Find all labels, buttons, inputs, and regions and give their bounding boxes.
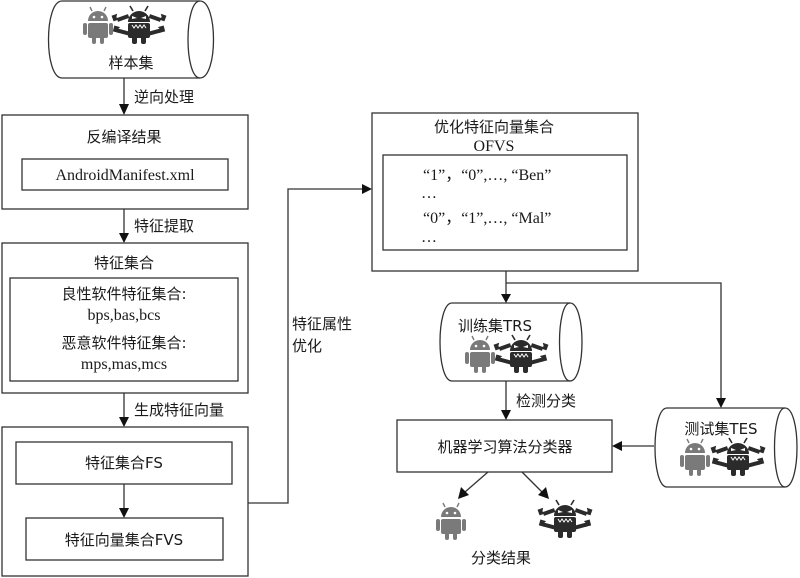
vector-group-box[interactable]: 特征集合FS 特征向量集合FVS: [1, 426, 249, 577]
fvs-label: 特征向量集合FVS: [65, 531, 183, 549]
classifier-box[interactable]: 机器学习算法分类器: [396, 419, 613, 473]
benign-feature-values: bps,bas,bcs: [88, 307, 161, 324]
fvs-box[interactable]: [25, 517, 224, 561]
classifier-label: 机器学习算法分类器: [437, 438, 572, 456]
arrow-extract: 特征提取: [119, 209, 194, 243]
edge-label-optimize-1: 特征属性: [292, 315, 352, 333]
malicious-feature-label: 恶意软件特征集合:: [61, 334, 186, 352]
ofvs-ellipsis-1: …: [421, 185, 437, 202]
arrow-results: [458, 471, 549, 499]
feature-set-box[interactable]: 特征集合 良性软件特征集合: bps,bas,bcs 恶意软件特征集合: mps…: [1, 242, 249, 394]
test-set-cylinder[interactable]: 测试集TES: [654, 407, 798, 488]
malicious-feature-values: mps,mas,mcs: [81, 356, 167, 373]
ofvs-ellipsis-2: …: [421, 229, 437, 246]
result-label: 分类结果: [471, 549, 531, 567]
edge-label-extract: 特征提取: [134, 217, 194, 235]
manifest-file-label: AndroidManifest.xml: [55, 167, 195, 184]
edge-label-reverse: 逆向处理: [134, 88, 194, 106]
feature-set-title: 特征集合: [94, 254, 154, 272]
fs-label: 特征集合FS: [85, 454, 163, 472]
arrow-split: [501, 271, 726, 408]
ofvs-subtitle: OFVS: [474, 138, 515, 155]
arrow-test-to-classifier: [612, 441, 654, 451]
decompile-box[interactable]: 反编译结果 AndroidManifest.xml: [1, 114, 249, 210]
ofvs-row-malicious: “0”，“1”,…, “Mal”: [423, 210, 551, 227]
test-set-label: 测试集TES: [684, 420, 757, 438]
arrow-detect: 检测分类: [501, 381, 576, 420]
edge-label-generate: 生成特征向量: [134, 401, 224, 419]
training-set-label: 训练集TRS: [458, 317, 532, 335]
ofvs-row-benign: “1”，“0”,…, “Ben”: [423, 167, 551, 184]
ofvs-title: 优化特征向量集合: [434, 118, 554, 136]
benign-feature-label: 良性软件特征集合:: [61, 285, 186, 303]
ofvs-box[interactable]: 优化特征向量集合 OFVS “1”，“0”,…, “Ben” … “0”，“1”…: [371, 112, 639, 272]
arrow-optimize: 特征属性 优化: [248, 184, 372, 504]
sample-set-label: 样本集: [108, 54, 153, 72]
android-malware-icon: [536, 499, 594, 539]
android-benign-icon: [435, 502, 467, 541]
training-set-cylinder[interactable]: 训练集TRS: [439, 302, 583, 382]
decompile-title: 反编译结果: [86, 128, 161, 146]
classification-result: 分类结果: [435, 499, 594, 567]
edge-label-optimize-2: 优化: [292, 337, 322, 355]
sample-set-cylinder[interactable]: 样本集: [47, 0, 215, 79]
manifest-file-box[interactable]: [21, 158, 229, 191]
arrow-generate: 生成特征向量: [119, 393, 224, 427]
arrow-reverse: 逆向处理: [119, 78, 194, 115]
edge-label-detect: 检测分类: [516, 392, 576, 410]
